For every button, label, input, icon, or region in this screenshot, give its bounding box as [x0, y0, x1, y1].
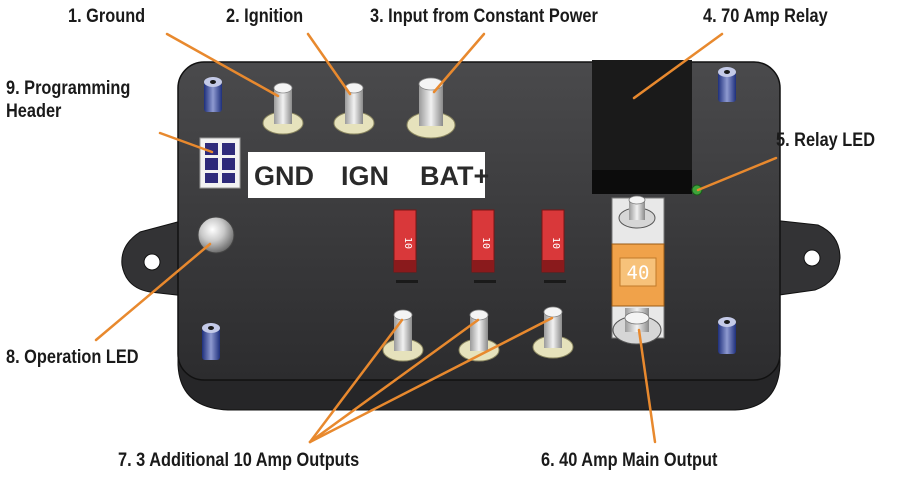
leader-line-constant-power	[432, 32, 486, 94]
programming-header	[199, 137, 241, 189]
fuse-1-rating: 10	[402, 237, 413, 249]
leader-line-main-output	[637, 328, 657, 444]
callout-relay: 4. 70 Amp Relay	[703, 6, 828, 27]
fuse-1: 10	[393, 209, 418, 283]
fuse-2: 10	[471, 209, 496, 283]
operation-led	[197, 216, 235, 254]
plate-label-gnd: GND	[254, 161, 314, 191]
callout-additional-outputs: 7. 3 Additional 10 Amp Outputs	[118, 450, 360, 471]
leader-line-operation-led	[94, 242, 212, 342]
plate-label-bat: BAT+	[420, 161, 490, 191]
leader-line-relay-led	[696, 156, 778, 192]
callout-ground: 1. Ground	[68, 6, 146, 27]
standoff-bottom-right	[718, 317, 736, 354]
main-fuse-assembly: 40	[611, 195, 665, 345]
fuse-2-rating: 10	[480, 237, 491, 249]
main-fuse-rating: 40	[627, 262, 650, 284]
callout-constant-power: 3. Input from Constant Power	[370, 6, 598, 27]
callout-operation-led: 8. Operation LED	[6, 347, 139, 368]
battery-stud	[406, 77, 456, 139]
callout-programming-header-line1: 9. Programming	[6, 78, 131, 99]
leader-line-ignition	[306, 32, 352, 96]
leader-line-output-3	[308, 316, 554, 444]
mounting-hole-right	[803, 249, 821, 267]
leader-line-output-1	[308, 318, 404, 444]
standoff-bottom-left	[202, 323, 220, 360]
leader-line-relay	[632, 32, 724, 100]
mounting-hole-left	[143, 253, 161, 271]
terminal-label-plate	[248, 152, 485, 198]
ignition-stud	[333, 82, 375, 135]
plate-label-ign: IGN	[341, 161, 390, 191]
standoff-top-left	[204, 77, 222, 112]
callout-main-output: 6. 40 Amp Main Output	[541, 450, 718, 471]
callout-relay-led: 5. Relay LED	[776, 130, 875, 151]
standoff-top-right	[718, 67, 736, 102]
relay	[592, 60, 692, 194]
leader-line-output-2	[308, 318, 480, 444]
leader-line-ground	[165, 32, 280, 98]
main-fuse-top-bolt	[618, 195, 656, 229]
main-output-stud	[612, 308, 662, 345]
callout-ignition: 2. Ignition	[226, 6, 304, 27]
fuse-3: 10	[541, 209, 566, 283]
leader-line-programming-header	[158, 131, 214, 154]
fuse-3-rating: 10	[550, 237, 561, 249]
callout-programming-header-line2: Header	[6, 101, 62, 122]
